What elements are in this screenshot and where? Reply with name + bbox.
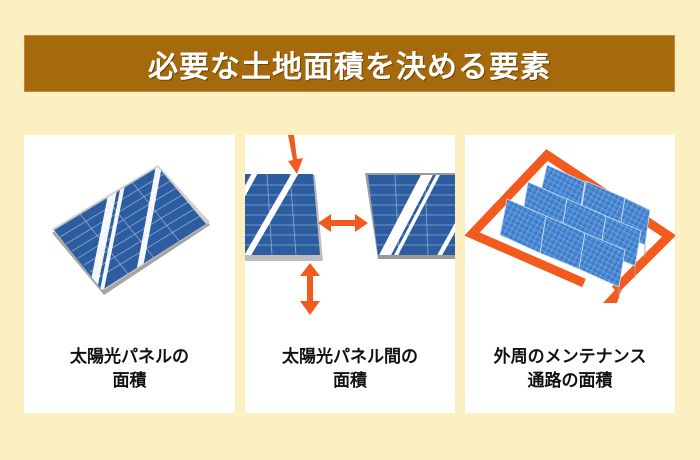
banner-title: 必要な土地面積を決める要素: [148, 49, 551, 85]
card-caption: 外周のメンテナンス 通路の面積: [493, 347, 647, 391]
card-caption: 太陽光パネル間の 面積: [282, 347, 418, 391]
title-banner: 必要な土地面積を決める要素: [24, 35, 675, 92]
single-solar-panel-icon: [52, 165, 210, 295]
spacing-arrows: [288, 135, 368, 315]
card-caption: 太陽光パネルの 面積: [70, 347, 189, 391]
perimeter-path-illustration: [465, 149, 675, 303]
panel-spacing-illustration: [245, 135, 455, 315]
card-panel-area: 太陽光パネルの 面積: [24, 135, 235, 413]
card-maintenance-path-area: 外周のメンテナンス 通路の面積: [465, 135, 675, 413]
card-panel-spacing-area: 太陽光パネル間の 面積: [245, 135, 455, 413]
